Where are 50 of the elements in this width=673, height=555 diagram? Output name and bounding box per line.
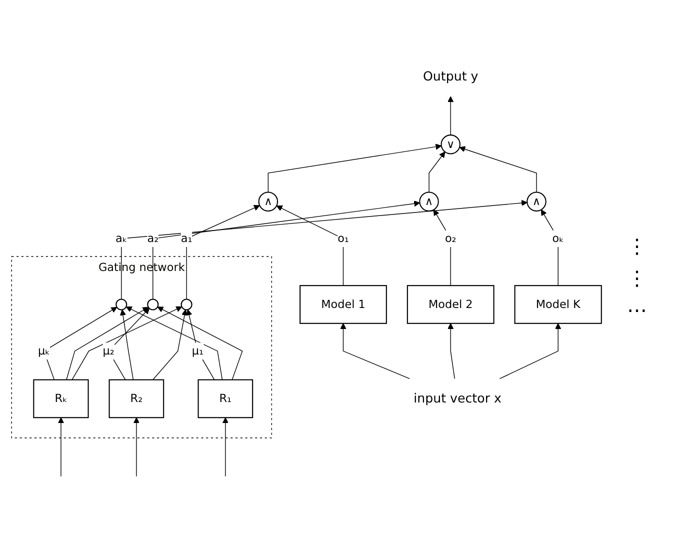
node-circle: ∧ (526, 192, 546, 212)
node-circle (116, 299, 128, 311)
node-box: Model 2 (406, 286, 494, 324)
edge-label: μₖ (38, 344, 50, 358)
arrow (448, 324, 455, 380)
arrow (72, 306, 182, 381)
arrow (133, 418, 140, 478)
arrow (126, 306, 223, 381)
node-circle: ∨ (440, 134, 460, 155)
arrow (157, 307, 243, 381)
node-box: R₂ (108, 380, 164, 419)
arrow (428, 152, 446, 194)
arrow (340, 324, 410, 380)
edge-label: μ₂ (102, 344, 114, 358)
arrow (152, 201, 420, 300)
arrow (268, 144, 442, 194)
arrow (44, 307, 118, 381)
arrow (186, 205, 260, 300)
edge-label: oₖ (552, 232, 564, 246)
edge-label: aₖ (116, 232, 128, 246)
node-circle (180, 299, 192, 311)
arrow (459, 146, 537, 194)
node-circle: ∧ (258, 192, 278, 212)
edge-label: o₁ (338, 232, 349, 246)
node-box: Model K (514, 286, 602, 324)
arrow (121, 200, 528, 300)
arrow (448, 96, 454, 136)
node-text: input vector x (414, 392, 502, 407)
edge-label: μ₁ (192, 344, 204, 358)
ellipsis-mark: ⋯ (626, 298, 648, 322)
arrow (540, 210, 558, 286)
arrow (120, 310, 134, 381)
node-circle (147, 299, 159, 311)
edge-label: o₂ (444, 232, 456, 246)
arrow (66, 307, 149, 381)
node-circle: ∧ (419, 192, 439, 212)
node-box: Model 1 (300, 286, 387, 324)
arrow (499, 324, 562, 380)
ellipsis-mark: ⋮ (626, 266, 648, 290)
arrow (186, 310, 215, 381)
node-box: R₁ (198, 380, 254, 419)
arrow (152, 310, 188, 381)
edge-label: a₁ (180, 232, 192, 246)
arrow (58, 418, 64, 478)
ellipsis-mark: ⋮ (626, 234, 648, 258)
node-text: Output y (422, 70, 478, 84)
node-box: Rₖ (33, 380, 89, 419)
arrow (276, 206, 344, 286)
edge-label: a₂ (147, 232, 159, 246)
arrow (222, 418, 228, 478)
